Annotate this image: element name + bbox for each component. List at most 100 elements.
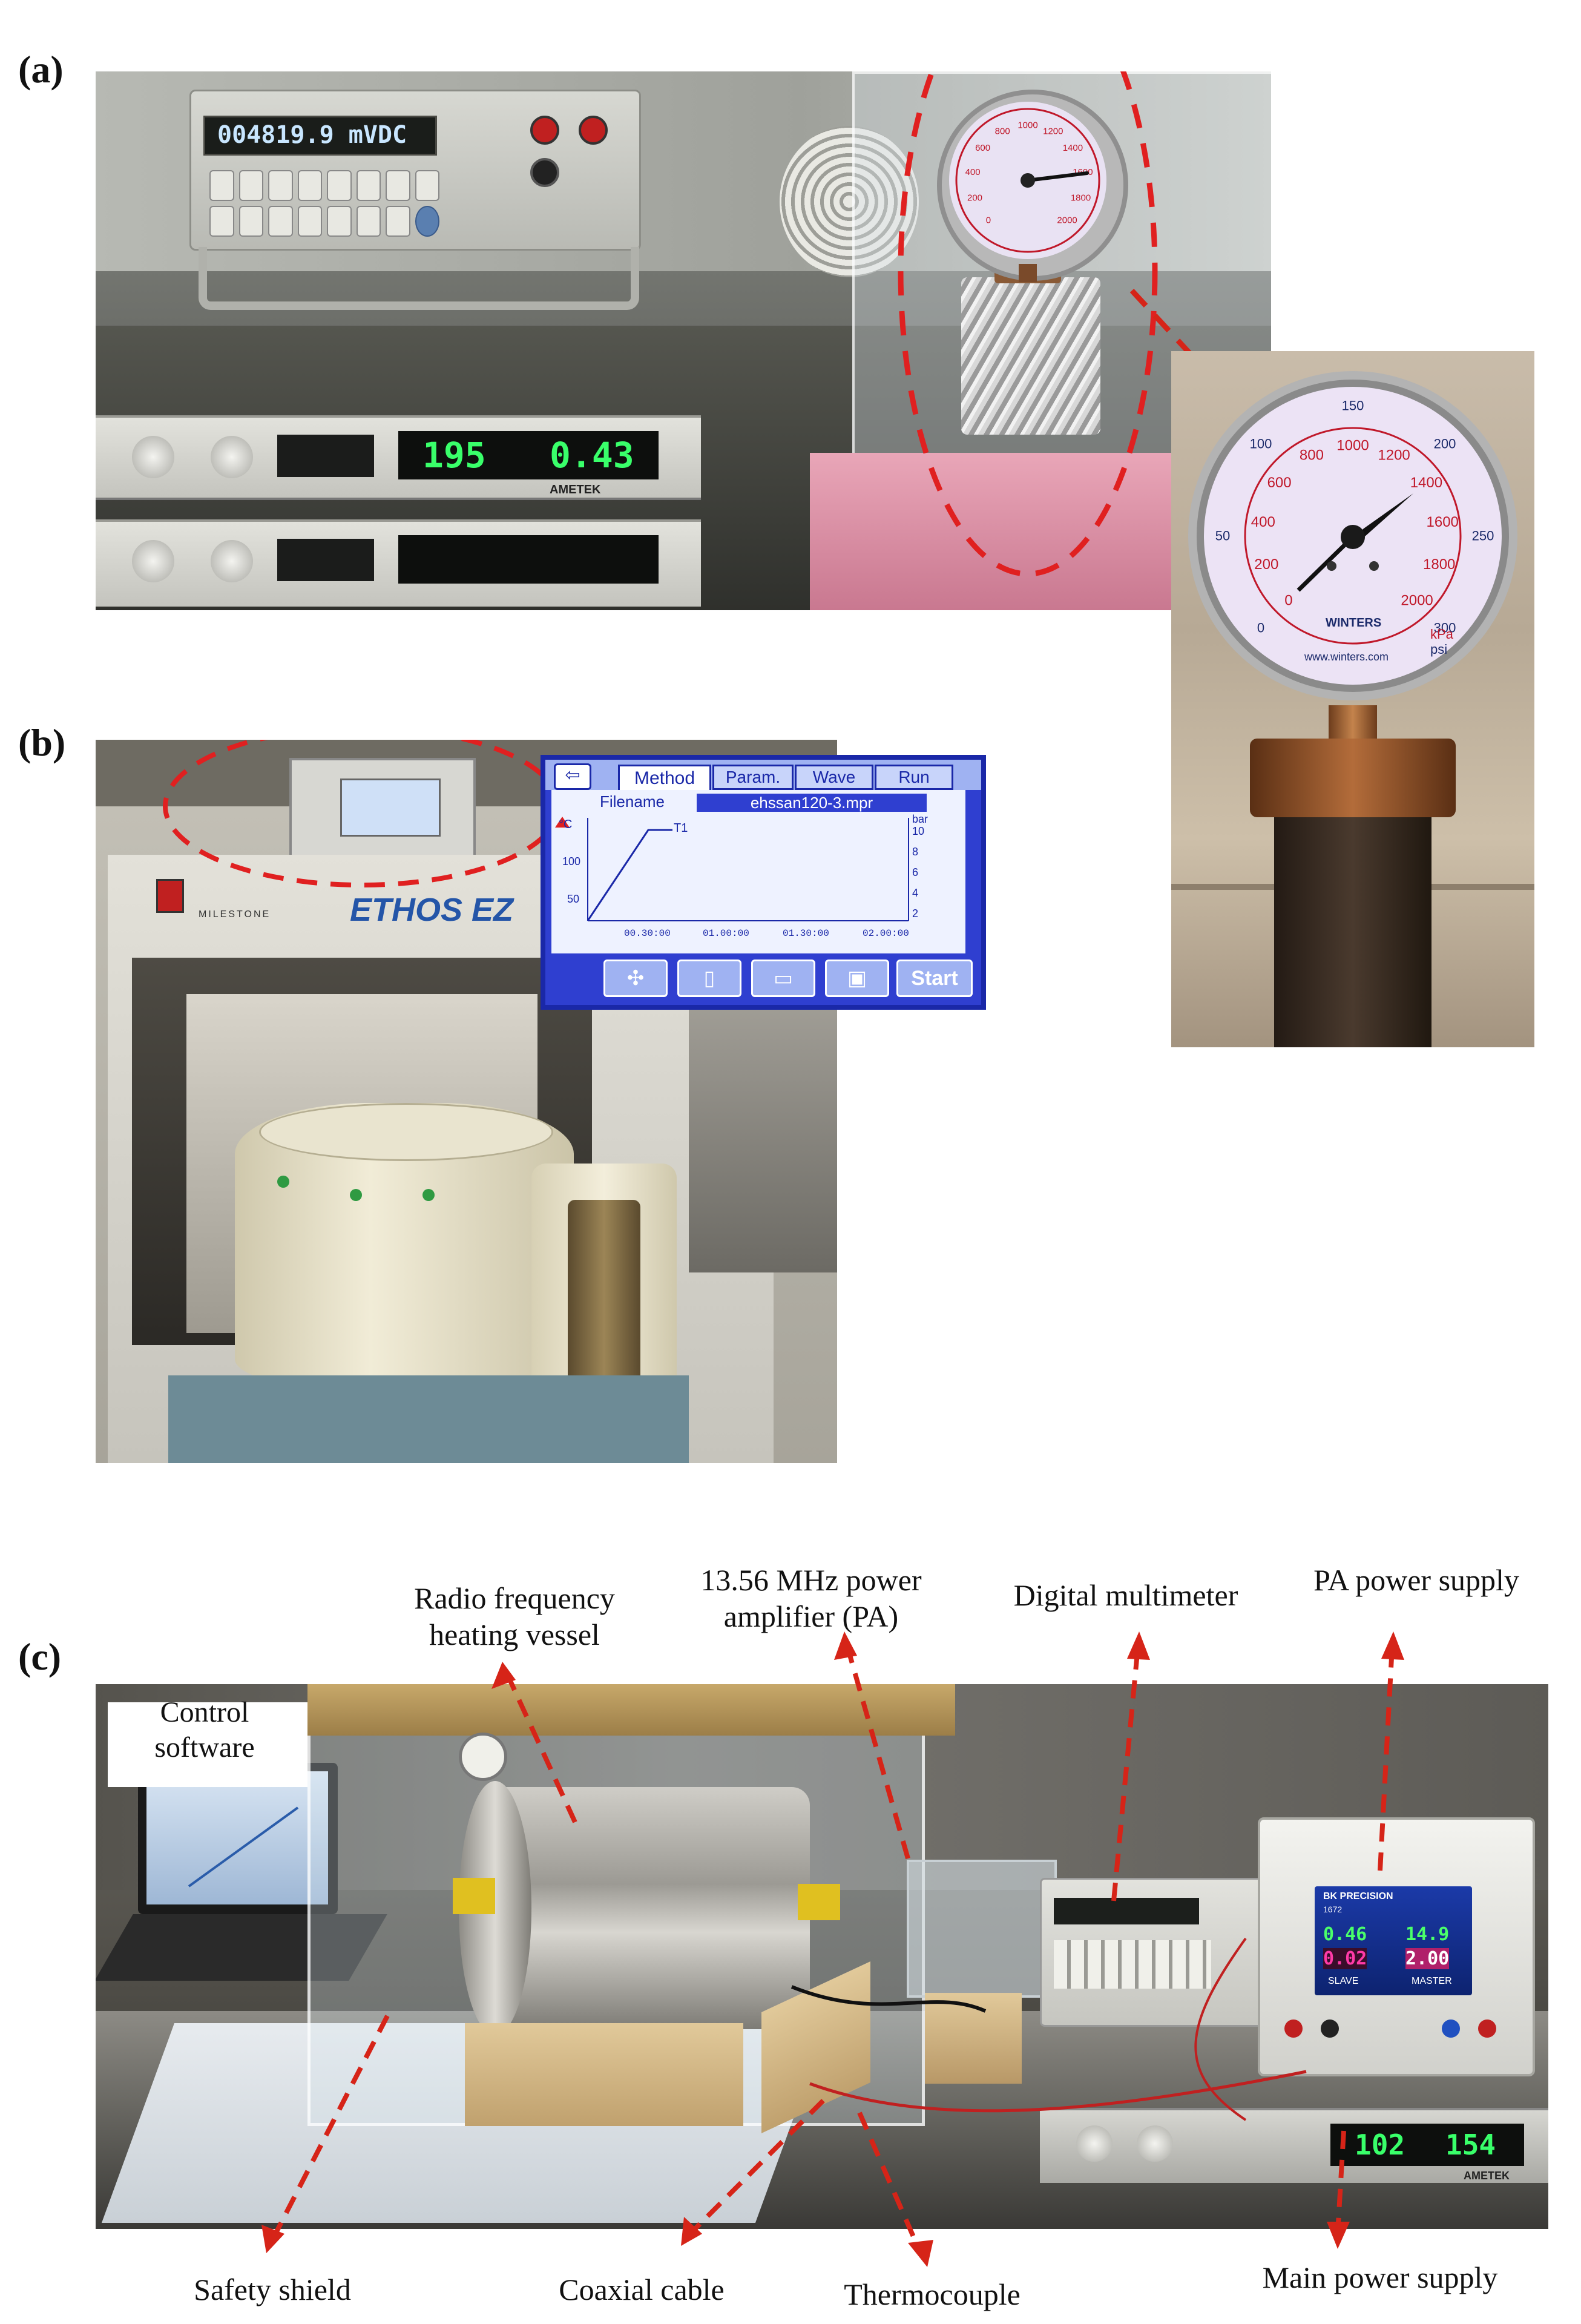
y-left-tick-100: 100 bbox=[562, 855, 581, 867]
master-label: MASTER bbox=[1412, 1976, 1452, 1986]
small-gauge-ticks-kpa-tick-label: 1800 bbox=[1071, 193, 1091, 203]
multimeter-c bbox=[1040, 1878, 1298, 2027]
foil-vessel bbox=[961, 277, 1100, 435]
y-right-unit: bar bbox=[912, 813, 929, 825]
zoom-gauge-marks-kpa-tick-label: 1600 bbox=[1427, 514, 1459, 530]
y-right-tick-6: 6 bbox=[912, 866, 919, 878]
zoom-gauge-marks-kpa-tick-label: 1200 bbox=[1378, 447, 1410, 464]
pa-left-current: 0.02 bbox=[1323, 1948, 1367, 1969]
zoom-gauge-marks-kpa-tick-label: 1800 bbox=[1423, 556, 1455, 573]
zoom-gauge-marks-psi-tick-label: 0 bbox=[1257, 621, 1264, 636]
filename-field[interactable]: ehssan120-3.mpr bbox=[697, 794, 927, 812]
power-amplifier bbox=[907, 1860, 1057, 1998]
fan-button[interactable]: ✣ bbox=[603, 960, 668, 997]
controller-screen-inset: ⇦ Method Param. Wave Run Filename ehssan… bbox=[541, 755, 986, 1010]
callout-coaxial-cable: Coaxial cable bbox=[559, 2273, 725, 2306]
rack-power-supply-1: 195 0.43 AMETEK bbox=[96, 415, 701, 500]
zoom-gauge-marks-psi-tick-label: 150 bbox=[1342, 398, 1364, 413]
panel-label-b: (b) bbox=[18, 721, 66, 764]
tab-param[interactable]: Param. bbox=[712, 765, 794, 790]
milestone-logo: MILESTONE bbox=[199, 909, 271, 920]
y-left-unit: °C bbox=[559, 818, 573, 831]
zoom-gauge-marks-psi-tick-label: 300 bbox=[1434, 621, 1456, 636]
bk-precision-logo: BK PRECISION bbox=[1323, 1891, 1393, 1901]
small-gauge-ticks-kpa-tick-label: 0 bbox=[986, 215, 991, 225]
zoom-gauge-marks-kpa-tick-label: 200 bbox=[1254, 556, 1278, 573]
gauge-unit-psi: psi bbox=[1430, 642, 1448, 657]
gauge-unit-kpa: kPa bbox=[1430, 627, 1453, 642]
slave-label: SLAVE bbox=[1328, 1976, 1359, 1986]
small-gauge-ticks-kpa-tick-label: 800 bbox=[995, 126, 1010, 136]
tab-method[interactable]: Method bbox=[618, 765, 711, 791]
tab-run[interactable]: Run bbox=[875, 765, 953, 790]
pa-left-voltage: 0.46 bbox=[1323, 1924, 1367, 1945]
zoom-gauge-marks-kpa-tick-label: 400 bbox=[1251, 514, 1275, 530]
new-file-icon[interactable]: ▯ bbox=[677, 960, 741, 997]
zoom-gauge-marks-psi-tick-label: 100 bbox=[1250, 436, 1272, 452]
x-tick-3: 01.30:00 bbox=[783, 928, 829, 939]
callout-safety-shield: Safety shield bbox=[194, 2273, 351, 2306]
power-supply-1-display-a: 195 bbox=[422, 435, 486, 476]
callout-multimeter: Digital multimeter bbox=[1013, 1578, 1238, 1612]
panel-label-a: (a) bbox=[18, 48, 64, 91]
main-power-supply: 102 154 AMETEK bbox=[1040, 2108, 1548, 2183]
bk-model: 1672 bbox=[1323, 1904, 1343, 1914]
gauge-brand: WINTERS bbox=[1326, 616, 1382, 630]
callout-main-supply: Main power supply bbox=[1262, 2260, 1498, 2294]
small-gauge-ticks-kpa-tick-label: 1200 bbox=[1043, 126, 1063, 136]
zoom-gauge-marks-kpa-tick-label: 2000 bbox=[1401, 593, 1433, 609]
power-supply-1-display-b: 0.43 bbox=[550, 435, 634, 476]
zoom-gauge-marks-kpa-tick-label: 1000 bbox=[1336, 437, 1369, 453]
back-arrow-icon[interactable]: ⇦ bbox=[554, 763, 591, 790]
rack-power-supply-2 bbox=[96, 519, 701, 607]
zoomed-gauge-photo: 0 50 100 150 200 250 300 0 200 400 600 800 1000 1200 1… bbox=[1171, 351, 1534, 1047]
y-right-tick-8: 8 bbox=[912, 846, 919, 858]
ethos-logo: ETHOS EZ bbox=[350, 892, 514, 928]
small-gauge-ticks-kpa-tick-label: 200 bbox=[967, 193, 982, 203]
highlight-ellipse-a bbox=[898, 71, 1158, 577]
zoom-gauge-marks-psi-tick-label: 250 bbox=[1472, 528, 1494, 544]
y-right-tick-4: 4 bbox=[912, 887, 919, 899]
gauge-website: www.winters.com bbox=[1304, 651, 1389, 663]
zoom-gauge-marks-psi-tick-label: 200 bbox=[1434, 436, 1456, 452]
filename-label: Filename bbox=[600, 792, 665, 811]
y-right-tick-2: 2 bbox=[912, 907, 919, 920]
y-right-tick-10: 10 bbox=[912, 825, 925, 837]
multimeter-display: 004819.9 mVDC bbox=[217, 121, 407, 149]
callout-rf-vessel: Radio frequency heating vessel bbox=[414, 1581, 615, 1651]
x-tick-2: 01.00:00 bbox=[703, 928, 749, 939]
zoom-gauge-marks-kpa-tick-label: 0 bbox=[1284, 593, 1292, 609]
small-gauge-ticks-kpa-tick-label: 400 bbox=[965, 167, 981, 177]
pa-power-supply: BK PRECISION 1672 0.46 14.9 0.02 2.00 SL… bbox=[1258, 1817, 1535, 2076]
zoom-gauge-marks-psi-tick-label: 50 bbox=[1215, 528, 1230, 544]
callout-control-software: Control software bbox=[154, 1696, 255, 1763]
zoom-gauge-marks-kpa-tick-label: 600 bbox=[1267, 475, 1292, 491]
ametek-logo-1: AMETEK bbox=[550, 483, 601, 496]
main-supply-voltage: 102 bbox=[1355, 2128, 1405, 2161]
panel-c-photo: BK PRECISION 1672 0.46 14.9 0.02 2.00 SL… bbox=[96, 1684, 1548, 2229]
pa-right-current: 2.00 bbox=[1405, 1948, 1450, 1969]
start-button[interactable]: Start bbox=[896, 960, 973, 997]
microwave-controller bbox=[289, 758, 476, 860]
small-gauge-ticks-kpa-tick-label: 1000 bbox=[1017, 120, 1037, 130]
zoom-gauge-marks-kpa-tick-label: 800 bbox=[1300, 447, 1324, 464]
panel-label-c: (c) bbox=[18, 1635, 62, 1678]
tab-wave[interactable]: Wave bbox=[795, 765, 873, 790]
open-folder-icon[interactable]: ▭ bbox=[751, 960, 815, 997]
series-label: T1 bbox=[674, 821, 688, 835]
small-gauge-ticks-kpa-tick-label: 1400 bbox=[1063, 143, 1083, 153]
callout-thermocouple: Thermocouple bbox=[844, 2277, 1021, 2311]
ametek-logo-c: AMETEK bbox=[1464, 2170, 1510, 2182]
callout-pa-supply: PA power supply bbox=[1313, 1563, 1519, 1597]
x-tick-1: 00.30:00 bbox=[624, 928, 671, 939]
x-tick-4: 02.00:00 bbox=[863, 928, 909, 939]
screen-chart bbox=[555, 817, 909, 921]
multimeter: 004819.9 mVDC bbox=[189, 90, 641, 251]
small-gauge-ticks-kpa-tick-label: 600 bbox=[975, 143, 990, 153]
laptop bbox=[138, 1763, 338, 1914]
small-gauge-ticks-kpa-tick-label: 2000 bbox=[1057, 215, 1077, 225]
save-icon[interactable]: ▣ bbox=[825, 960, 889, 997]
pa-right-voltage: 14.9 bbox=[1405, 1924, 1450, 1945]
main-supply-current: 154 bbox=[1445, 2128, 1496, 2161]
